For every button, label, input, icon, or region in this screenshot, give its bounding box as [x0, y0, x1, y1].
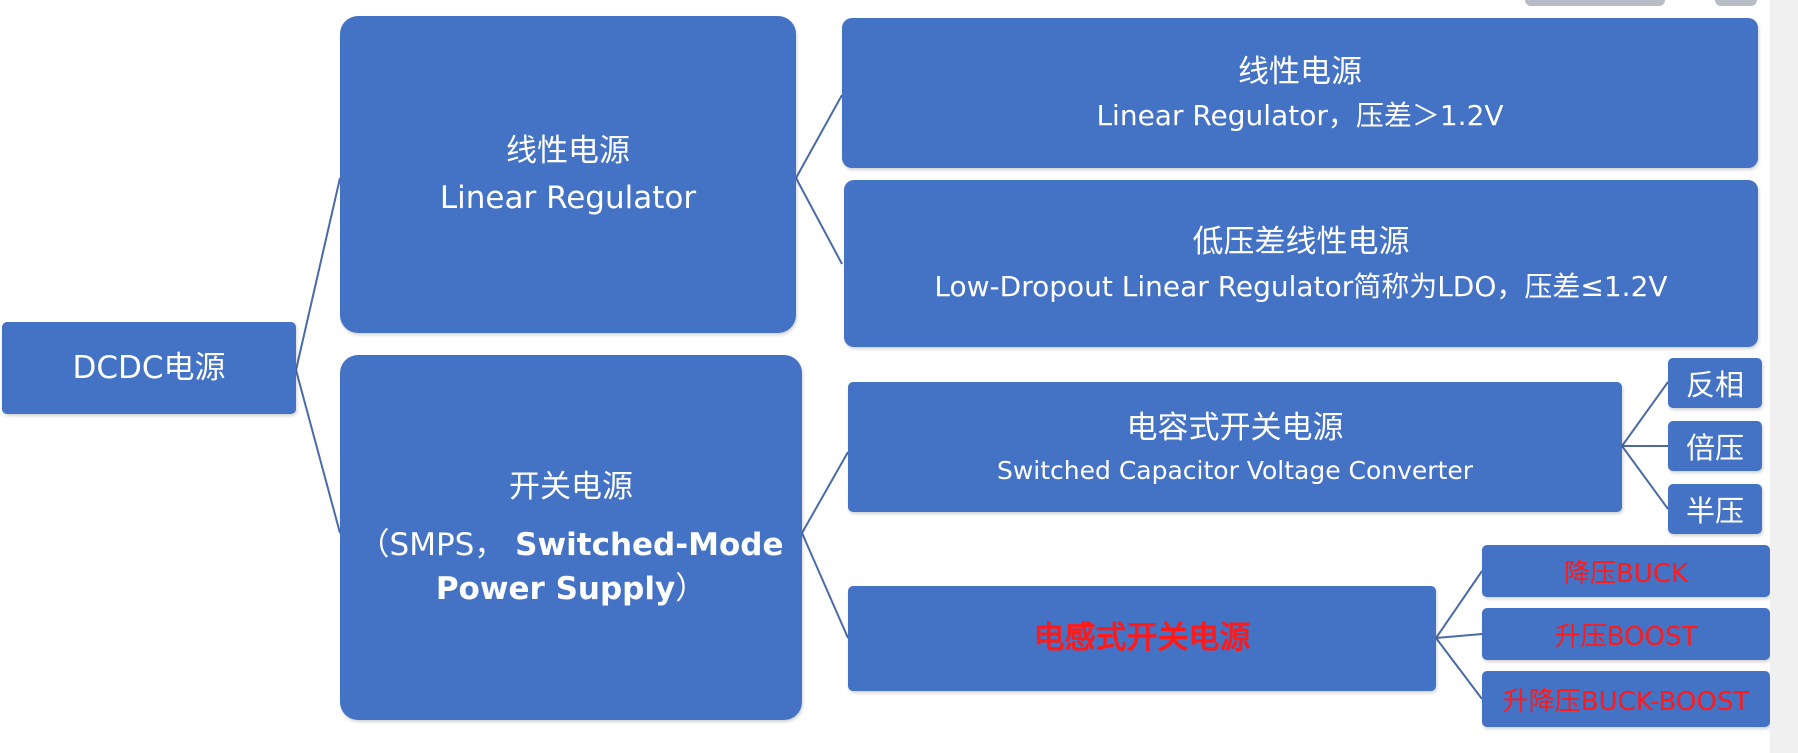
leaf-invert: 反相 — [1668, 358, 1762, 408]
leaf-buck: 降压BUCK — [1482, 545, 1770, 597]
switching-subtitle-suffix: ） — [675, 570, 707, 607]
lr-subtitle: Linear Regulator，压差＞1.2V — [1096, 99, 1504, 133]
switching-subtitle-prefix: （SMPS， — [358, 527, 506, 564]
leaf-boost-label: 升压BOOST — [1554, 621, 1698, 652]
leaf-double-label: 倍压 — [1685, 431, 1744, 465]
leaf-half-label: 半压 — [1685, 494, 1744, 528]
top-chrome-bar — [1525, 0, 1665, 6]
capacitive-title: 电容式开关电源 — [1126, 410, 1344, 446]
switching-subtitle-bold-1: Switched-Mode — [515, 527, 784, 564]
linear-subtitle: Linear Regulator — [439, 179, 697, 216]
node-capacitive-switching: 电容式开关电源 Switched Capacitor Voltage Conve… — [848, 382, 1622, 512]
root-label: DCDC电源 — [72, 349, 226, 386]
leaf-boost: 升压BOOST — [1482, 608, 1770, 660]
connector-inductive-buckboost — [1435, 637, 1483, 700]
ldo-title: 低压差线性电源 — [1192, 224, 1410, 261]
leaf-double: 倍压 — [1668, 421, 1762, 471]
switching-subtitle: （SMPS， Switched-Mode Power Supply） — [359, 524, 784, 611]
connector-switching-inductive — [801, 532, 849, 639]
lr-title: 线性电源 — [1238, 53, 1362, 90]
leaf-buck-label: 降压BUCK — [1563, 558, 1689, 589]
node-switching-power: 开关电源 （SMPS， Switched-Mode Power Supply） — [340, 355, 802, 720]
connector-inductive-buck — [1435, 570, 1483, 639]
node-inductive-switching: 电感式开关电源 — [848, 586, 1436, 691]
connector-root-switching — [295, 369, 341, 534]
connector-capacitive-invert — [1621, 381, 1669, 447]
node-linear-ldo: 低压差线性电源 Low-Dropout Linear Regulator简称为L… — [844, 180, 1758, 347]
connector-capacitive-half — [1621, 445, 1669, 510]
connector-root-linear — [295, 177, 341, 371]
connector-switching-capacitive — [801, 451, 849, 534]
node-linear-lr: 线性电源 Linear Regulator，压差＞1.2V — [842, 18, 1758, 168]
top-chrome-bar-small — [1715, 0, 1757, 6]
capacitive-subtitle: Switched Capacitor Voltage Converter — [996, 455, 1474, 485]
leaf-buck-boost-label: 升降压BUCK-BOOST — [1502, 686, 1750, 717]
right-edge-panel — [1770, 0, 1798, 753]
connector-inductive-boost — [1435, 633, 1483, 639]
inductive-title: 电感式开关电源 — [1033, 620, 1251, 657]
node-linear-regulator: 线性电源 Linear Regulator — [340, 16, 796, 333]
leaf-buck-boost: 升降压BUCK-BOOST — [1482, 671, 1770, 727]
switching-title: 开关电源 — [509, 468, 633, 505]
node-dcdc-root: DCDC电源 — [2, 322, 296, 414]
connector-linear-ldo — [795, 177, 843, 265]
linear-title: 线性电源 — [506, 133, 630, 169]
connector-linear-lr — [795, 94, 843, 179]
ldo-subtitle: Low-Dropout Linear Regulator简称为LDO，压差≤1.… — [934, 269, 1668, 303]
leaf-half: 半压 — [1668, 484, 1762, 534]
switching-subtitle-bold-2: Power Supply — [435, 570, 676, 607]
leaf-invert-label: 反相 — [1685, 368, 1744, 402]
